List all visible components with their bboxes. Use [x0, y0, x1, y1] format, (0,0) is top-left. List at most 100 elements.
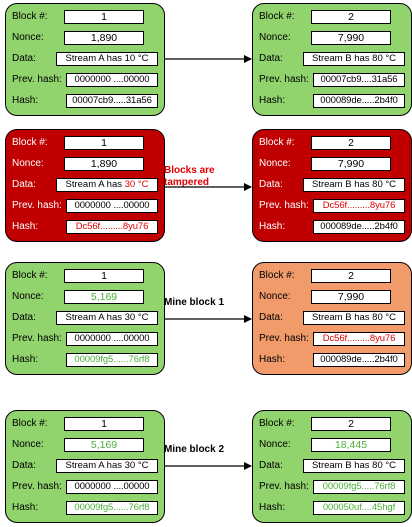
block-number-field: 2: [311, 269, 391, 283]
prev-hash-field: 0000000 ....00000: [66, 480, 158, 494]
block-number-field: 1: [64, 136, 144, 150]
block-number-label: Block #:: [259, 270, 295, 281]
nonce-field: 1,890: [64, 157, 144, 171]
prev-hash-label: Prev. hash:: [12, 333, 62, 344]
hash-field: 000089de.....2b4f0: [313, 353, 405, 367]
data-value: 30 °C: [124, 312, 149, 323]
data-field: Stream B has 80 °C: [303, 459, 405, 473]
block-number-field: 2: [311, 136, 391, 150]
nonce-field: 5,169: [64, 438, 144, 452]
hash-label: Hash:: [12, 502, 39, 513]
nonce-label: Nonce:: [12, 158, 44, 169]
hash-label: Hash:: [259, 354, 286, 365]
block-1-remined: Block #: 1 Nonce: 5,169 Data: Stream A h…: [5, 262, 165, 375]
prev-hash-field: Dc56f.........8yu76: [313, 199, 405, 213]
block-2-final: Block #: 2 Nonce: 18,445 Data: Stream B …: [252, 410, 412, 523]
mine-block-1-caption: Mine block 1: [164, 297, 225, 308]
block-number-label: Block #:: [12, 137, 48, 148]
data-label: Data:: [259, 53, 283, 64]
data-value: 30 °C: [124, 179, 149, 190]
prev-hash-field: 0000000 ....00000: [66, 332, 158, 346]
data-label: Data:: [12, 179, 36, 190]
nonce-field: 7,990: [311, 157, 391, 171]
nonce-field: 7,990: [311, 290, 391, 304]
block-number-label: Block #:: [12, 11, 48, 22]
data-value: 10 °C: [124, 53, 149, 64]
data-label: Data:: [259, 179, 283, 190]
block-2-tampered: Block #: 2 Nonce: 7,990 Data: Stream B h…: [252, 129, 412, 242]
hash-field: 00007cb9.....31a56: [66, 94, 158, 108]
nonce-label: Nonce:: [259, 291, 291, 302]
block-1-tampered: Block #: 1 Nonce: 1,890 Data: Stream A h…: [5, 129, 165, 242]
hash-field: 000089de.....2b4f0: [313, 94, 405, 108]
data-text: Stream A has: [65, 53, 125, 64]
data-label: Data:: [12, 312, 36, 323]
data-text: Stream A has: [65, 460, 125, 471]
nonce-label: Nonce:: [259, 439, 291, 450]
prev-hash-field: 00009fg5.....76rf8: [313, 480, 405, 494]
block-number-field: 1: [64, 269, 144, 283]
data-value: 30 °C: [124, 460, 149, 471]
data-label: Data:: [12, 460, 36, 471]
block-number-field: 1: [64, 417, 144, 431]
mine-block-2-caption: Mine block 2: [164, 444, 225, 455]
data-label: Data:: [12, 53, 36, 64]
hash-field: Dc56f.........8yu76: [66, 220, 158, 234]
block-1-final: Block #: 1 Nonce: 5,169 Data: Stream A h…: [5, 410, 165, 523]
nonce-label: Nonce:: [12, 291, 44, 302]
nonce-field: 7,990: [311, 31, 391, 45]
data-field: Stream A has 30 °C: [56, 311, 158, 325]
nonce-field: 18,445: [311, 438, 391, 452]
prev-hash-label: Prev. hash:: [259, 74, 309, 85]
hash-field: 00009fg5......76rf8: [66, 501, 158, 515]
nonce-field: 5,169: [64, 290, 144, 304]
block-1-original: Block #: 1 Nonce: 1,890 Data: Stream A h…: [5, 3, 165, 116]
nonce-label: Nonce:: [259, 158, 291, 169]
hash-label: Hash:: [12, 354, 39, 365]
prev-hash-field: 00007cb9....31a56: [313, 73, 405, 87]
prev-hash-label: Prev. hash:: [259, 481, 309, 492]
nonce-label: Nonce:: [12, 32, 44, 43]
block-2-original: Block #: 2 Nonce: 7,990 Data: Stream B h…: [252, 3, 412, 116]
hash-label: Hash:: [12, 221, 39, 232]
data-field: Stream B has 80 °C: [303, 178, 405, 192]
data-label: Data:: [259, 312, 283, 323]
hash-field: 000050uf....45hgf: [313, 501, 405, 515]
block-number-label: Block #:: [259, 137, 295, 148]
block-number-field: 2: [311, 417, 391, 431]
hash-label: Hash:: [259, 221, 286, 232]
block-number-label: Block #:: [12, 270, 48, 281]
block-number-label: Block #:: [12, 418, 48, 429]
block-number-label: Block #:: [259, 418, 295, 429]
data-text: Stream A has: [65, 179, 125, 190]
data-field: Stream A has 30 °C: [56, 178, 158, 192]
nonce-label: Nonce:: [259, 32, 291, 43]
hash-field: 000089de.....2b4f0: [313, 220, 405, 234]
data-field: Stream B has 80 °C: [303, 52, 405, 66]
block-number-field: 2: [311, 10, 391, 24]
data-field: Stream B has 80 °C: [303, 311, 405, 325]
hash-label: Hash:: [259, 95, 286, 106]
data-label: Data:: [259, 460, 283, 471]
prev-hash-label: Prev. hash:: [12, 481, 62, 492]
prev-hash-field: 0000000 ....00000: [66, 73, 158, 87]
prev-hash-label: Prev. hash:: [12, 74, 62, 85]
data-field: Stream A has 30 °C: [56, 459, 158, 473]
data-text: Stream A has: [65, 312, 125, 323]
prev-hash-field: Dc56f.........8yu76: [313, 332, 405, 346]
hash-field: 00009fg5......76rf8: [66, 353, 158, 367]
hash-label: Hash:: [259, 502, 286, 513]
data-field: Stream A has 10 °C: [56, 52, 158, 66]
tampered-caption-line1: Blocks are: [164, 165, 215, 176]
prev-hash-label: Prev. hash:: [12, 200, 62, 211]
hash-label: Hash:: [12, 95, 39, 106]
prev-hash-label: Prev. hash:: [259, 333, 309, 344]
block-2-invalid: Block #: 2 Nonce: 7,990 Data: Stream B h…: [252, 262, 412, 375]
block-number-label: Block #:: [259, 11, 295, 22]
nonce-label: Nonce:: [12, 439, 44, 450]
prev-hash-field: 0000000 ....00000: [66, 199, 158, 213]
tampered-caption-line2: tampered: [164, 177, 210, 188]
nonce-field: 1,890: [64, 31, 144, 45]
block-number-field: 1: [64, 10, 144, 24]
